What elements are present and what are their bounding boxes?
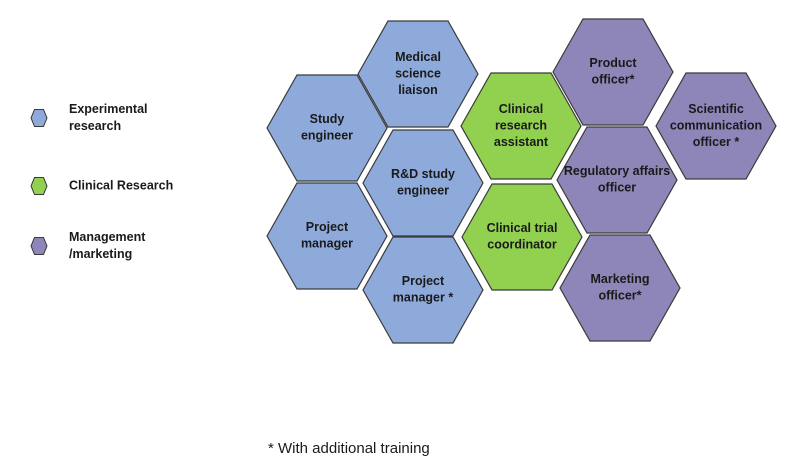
hexagon-clinical: Clinical research assistant bbox=[460, 72, 582, 180]
hexagon-label-line: officer bbox=[598, 181, 636, 195]
legend-swatch-management bbox=[30, 237, 48, 255]
hexagon-label-line: assistant bbox=[494, 135, 549, 149]
legend-label: Management/marketing bbox=[69, 229, 145, 263]
hexagon-label-line: engineer bbox=[301, 129, 353, 143]
hexagon-experimental: Medical science liaison bbox=[357, 20, 479, 128]
hexagon-label: R&D study engineer bbox=[391, 167, 455, 198]
hexagon-experimental: Project manager * bbox=[362, 236, 484, 344]
hexagon-experimental: Project manager bbox=[266, 182, 388, 290]
hexagon-label-line: officer* bbox=[591, 73, 634, 87]
hexagon-label-line: manager * bbox=[393, 291, 454, 305]
hexagon-label-line: engineer bbox=[397, 184, 449, 198]
hexagon-label: Study engineer bbox=[301, 112, 353, 143]
legend-label: Clinical Research bbox=[69, 178, 173, 195]
legend-label: Experimental research bbox=[69, 101, 148, 135]
hexagon-experimental: Study engineer bbox=[266, 74, 388, 182]
legend-label-line: /marketing bbox=[69, 247, 133, 261]
hexagon-label: Medical science liaison bbox=[395, 50, 441, 97]
hexagon-label: Marketing officer* bbox=[590, 272, 649, 303]
hexagon-management: Scientific communication officer * bbox=[655, 72, 777, 180]
legend-label-line: research bbox=[69, 119, 122, 133]
legend-item-experimental: Experimental research bbox=[30, 102, 148, 133]
hexagon-shape bbox=[552, 18, 674, 126]
hexagon-label-line: Product bbox=[589, 56, 637, 70]
hexagon-label-line: science bbox=[395, 66, 441, 80]
hexagon-label-line: liaison bbox=[398, 83, 438, 97]
hexagon-shape bbox=[266, 74, 388, 182]
legend-swatch-experimental bbox=[30, 109, 48, 127]
hexagon-label-line: coordinator bbox=[487, 238, 557, 252]
hexagon-label: Project manager bbox=[301, 220, 353, 251]
hexagon-label: Regulatory affairs officer bbox=[564, 164, 670, 195]
hexagon-label: Clinical research assistant bbox=[494, 102, 549, 149]
hexagon-shape bbox=[362, 236, 484, 344]
hexagon-label-line: Regulatory affairs bbox=[564, 164, 670, 178]
hexagon-icon bbox=[30, 109, 48, 127]
hexagon-label-line: officer* bbox=[598, 289, 641, 303]
hexagon-icon bbox=[30, 237, 48, 255]
legend-label-line: Clinical Research bbox=[69, 178, 174, 193]
hexagon-label-line: communication bbox=[670, 118, 762, 132]
legend-item-management: Management/marketing bbox=[30, 230, 145, 261]
legend-swatch-clinical bbox=[30, 177, 48, 195]
legend-item-clinical: Clinical Research bbox=[30, 176, 173, 196]
hexagon-shape bbox=[461, 183, 583, 291]
hexagon-label-line: Project bbox=[306, 220, 349, 234]
footnote: * With additional training bbox=[268, 440, 430, 457]
hexagon-label-line: Study bbox=[310, 112, 345, 126]
hexagon-label-line: Medical bbox=[395, 50, 441, 64]
hexagon-label-line: manager bbox=[301, 237, 353, 251]
hexagon-label-line: Scientific bbox=[688, 102, 744, 116]
hexagon-label-line: R&D study bbox=[391, 167, 455, 181]
hexagon-experimental: R&D study engineer bbox=[362, 129, 484, 237]
hexagon-management: Marketing officer* bbox=[559, 234, 681, 342]
hexagon-shape bbox=[362, 129, 484, 237]
hexagon-label-line: Clinical bbox=[499, 102, 543, 116]
hexagon-label-line: Project bbox=[402, 274, 445, 288]
hexagon-clinical: Clinical trial coordinator bbox=[461, 183, 583, 291]
legend-label-line: Experimental bbox=[69, 102, 148, 116]
hexagon-label-line: Clinical trial bbox=[487, 221, 558, 235]
hexagon-label: Project manager * bbox=[393, 274, 454, 305]
hexagon-label-line: research bbox=[495, 118, 547, 132]
hexagon-label: Clinical trial coordinator bbox=[487, 221, 558, 252]
hexagon-label-line: Marketing bbox=[590, 272, 649, 286]
hexagon-label: Product officer* bbox=[589, 56, 637, 87]
hexagon-label: Scientific communication officer * bbox=[670, 102, 762, 149]
hexagon-management: Product officer* bbox=[552, 18, 674, 126]
hexagon-shape bbox=[655, 72, 777, 180]
legend-label-line: Management bbox=[69, 230, 146, 244]
hexagon-shape bbox=[556, 126, 678, 234]
hexagon-label-line: officer * bbox=[693, 135, 740, 149]
hexagon-shape bbox=[266, 182, 388, 290]
hexagon-shape bbox=[460, 72, 582, 180]
hexagon-management: Regulatory affairs officer bbox=[556, 126, 678, 234]
hexagon-icon bbox=[30, 177, 48, 195]
hexagon-shape bbox=[559, 234, 681, 342]
hexagon-shape bbox=[357, 20, 479, 128]
